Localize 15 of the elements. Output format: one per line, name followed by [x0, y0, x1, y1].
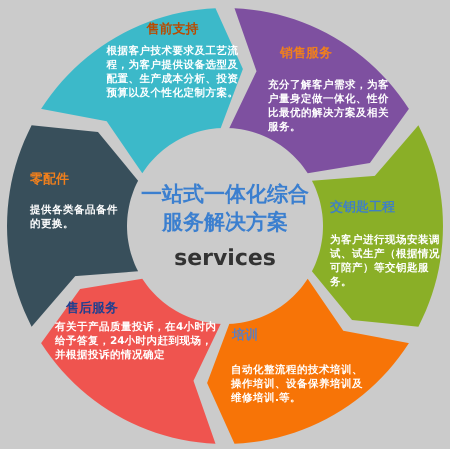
center-title: 一站式一体化综合服务解决方案	[140, 181, 310, 236]
chevron-segment	[41, 278, 221, 444]
segment-heading: 培训	[232, 328, 258, 344]
segment-description: 为客户进行现场安装调试、试生产（根据情况可陪产）等交钥匙服务。	[330, 233, 440, 289]
center-subtitle: services	[173, 246, 277, 271]
segment-heading: 售后服务	[66, 301, 118, 317]
segment-description: 自动化整流程的技术培训、操作培训、设备保养培训及维修培训.等。	[231, 363, 363, 405]
segment-heading: 交钥匙工程	[330, 200, 395, 216]
segment-description: 有关于产品质量投诉，在4小时内给予答复，24小时内赶到现场，并根据投诉的情况确定	[55, 320, 218, 362]
segment-heading: 零配件	[30, 172, 69, 188]
chevron-segment	[311, 125, 443, 327]
segment-heading: 售前支持	[146, 22, 200, 38]
segment-description: 充分了解客户需求，为客户量身定做一体化、性价比最优的解决方案及相关服务。	[268, 78, 390, 134]
segment-heading: 销售服务	[280, 46, 332, 62]
segment-description: 提供各类备品备件的更换。	[30, 203, 119, 231]
